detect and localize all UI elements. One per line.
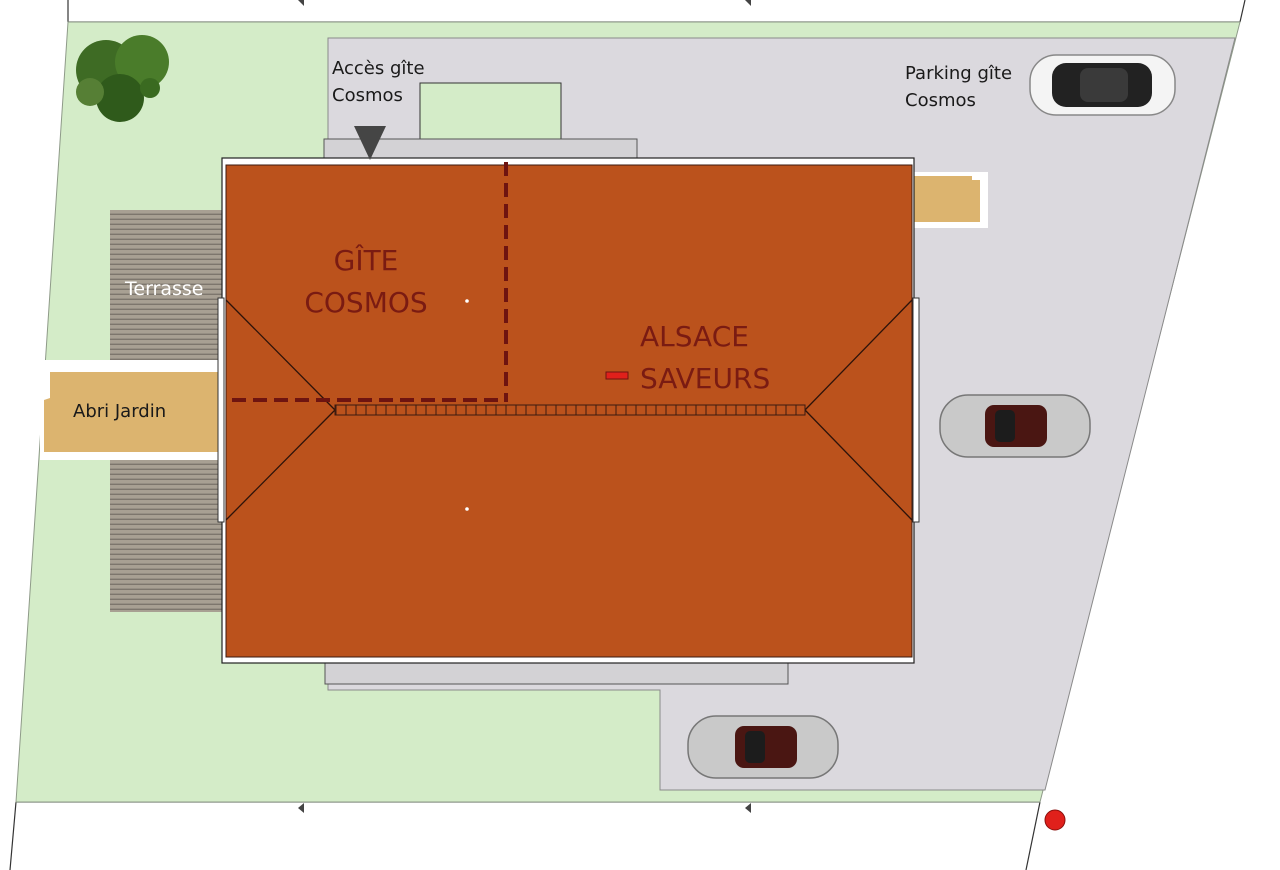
red-dash-marker (605, 371, 629, 380)
label-alsace-1: ALSACE (640, 320, 749, 353)
roof-ridge (334, 404, 806, 416)
label-terrasse: Terrasse (124, 278, 204, 300)
garden-shed (44, 372, 218, 452)
terrace-deck-south (110, 460, 225, 612)
terrace-deck-north (110, 210, 225, 360)
tree-icon (76, 35, 169, 122)
label-parking-2: Cosmos (905, 90, 976, 111)
side-annex-fill (912, 176, 980, 222)
roof-hip-lines (225, 299, 913, 521)
label-alsace-2: SAVEURS (640, 362, 770, 395)
car-icon-driveway (939, 394, 1091, 458)
roof-point (465, 507, 469, 511)
label-abri-jardin: Abri Jardin (73, 401, 166, 422)
entry-path (419, 82, 562, 142)
label-acces-gite-2: Cosmos (332, 85, 403, 106)
label-parking-1: Parking gîte (905, 63, 1012, 84)
gutter-right (912, 297, 920, 523)
location-marker-icon (1044, 809, 1066, 831)
boundary-markers (298, 0, 751, 813)
car-icon-bottom (687, 715, 839, 779)
label-gite-1: GÎTE (334, 243, 399, 277)
roof-point (465, 299, 469, 303)
car-icon-parking (1029, 54, 1176, 116)
label-acces-gite-1: Accès gîte (332, 58, 425, 79)
gutter-left (217, 297, 225, 523)
label-gite-2: COSMOS (304, 286, 427, 319)
entry-arrow-icon (354, 126, 386, 160)
gite-boundary-dashed (232, 162, 508, 402)
